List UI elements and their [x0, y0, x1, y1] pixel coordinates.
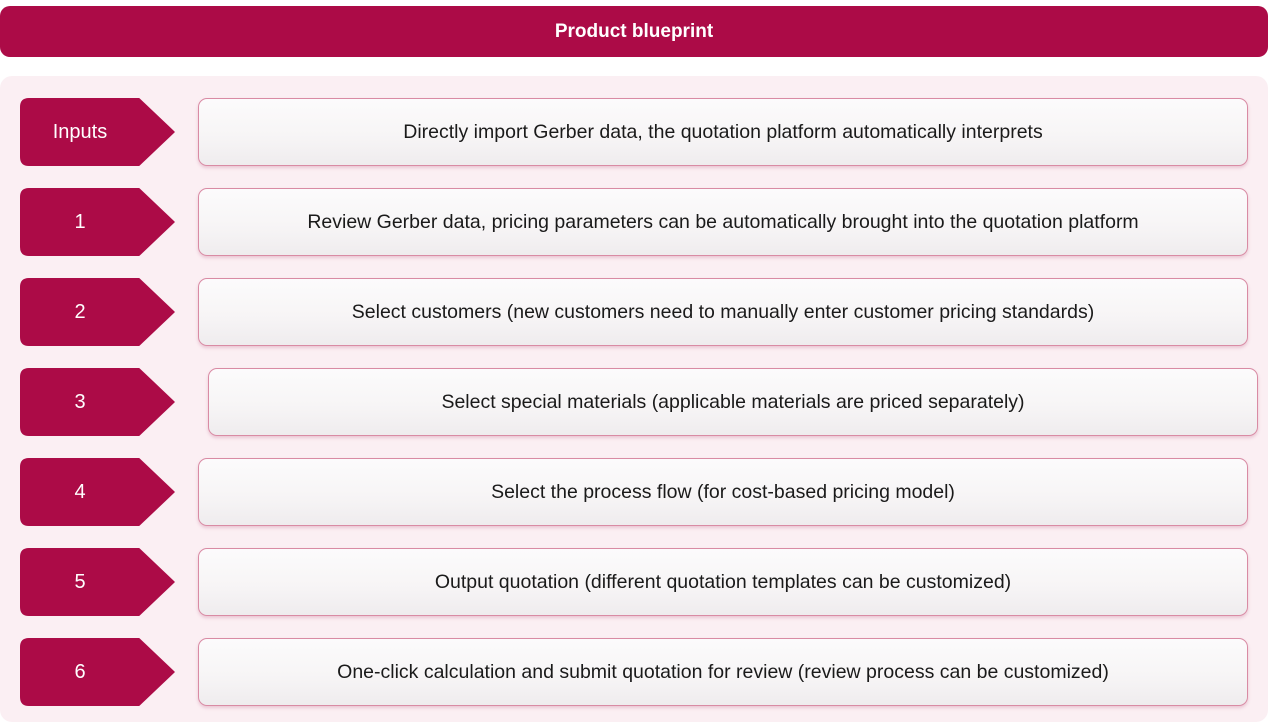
- step-arrow: 4: [20, 458, 175, 526]
- right-arrow-icon: [20, 548, 175, 616]
- step-arrow: 6: [20, 638, 175, 706]
- flow-row-3: 3 Select special materials (applicable m…: [0, 368, 1268, 436]
- step-arrow: 1: [20, 188, 175, 256]
- page-title: Product blueprint: [554, 20, 714, 42]
- step-label: 5: [74, 570, 86, 593]
- step-description: Select special materials (applicable mat…: [441, 390, 1025, 413]
- step-box: Output quotation (different quotation te…: [198, 548, 1248, 616]
- flow-row-5: 5 Output quotation (different quotation …: [0, 548, 1268, 616]
- step-box: Select customers (new customers need to …: [198, 278, 1248, 346]
- step-description: Select customers (new customers need to …: [351, 300, 1095, 323]
- step-description: Output quotation (different quotation te…: [434, 570, 1012, 593]
- flow-row-inputs: Inputs Directly import Gerber data, the …: [0, 98, 1268, 166]
- step-label: 3: [74, 390, 86, 413]
- step-box: One-click calculation and submit quotati…: [198, 638, 1248, 706]
- step-description: Review Gerber data, pricing parameters c…: [307, 210, 1139, 233]
- step-arrow: 5: [20, 548, 175, 616]
- blueprint-panel: Inputs Directly import Gerber data, the …: [0, 76, 1268, 722]
- header-bar: Product blueprint: [0, 6, 1268, 57]
- step-arrow: Inputs: [20, 98, 175, 166]
- step-description: One-click calculation and submit quotati…: [337, 660, 1109, 683]
- step-description: Select the process flow (for cost-based …: [491, 480, 955, 503]
- right-arrow-icon: [20, 278, 175, 346]
- right-arrow-icon: [20, 188, 175, 256]
- flow-row-1: 1 Review Gerber data, pricing parameters…: [0, 188, 1268, 256]
- step-label: 2: [74, 300, 86, 323]
- step-arrow: 3: [20, 368, 175, 436]
- step-label: Inputs: [52, 120, 108, 143]
- right-arrow-icon: [20, 368, 175, 436]
- step-label: 4: [74, 480, 86, 503]
- right-arrow-icon: [20, 458, 175, 526]
- step-box: Select special materials (applicable mat…: [208, 368, 1258, 436]
- step-label: 1: [74, 210, 86, 233]
- flow-row-4: 4 Select the process flow (for cost-base…: [0, 458, 1268, 526]
- step-box: Review Gerber data, pricing parameters c…: [198, 188, 1248, 256]
- step-label: 6: [74, 660, 86, 683]
- step-box: Select the process flow (for cost-based …: [198, 458, 1248, 526]
- step-description: Directly import Gerber data, the quotati…: [403, 120, 1043, 143]
- flow-row-2: 2 Select customers (new customers need t…: [0, 278, 1268, 346]
- step-arrow: 2: [20, 278, 175, 346]
- flow-row-6: 6 One-click calculation and submit quota…: [0, 638, 1268, 706]
- right-arrow-icon: [20, 638, 175, 706]
- step-box: Directly import Gerber data, the quotati…: [198, 98, 1248, 166]
- right-arrow-icon: [20, 98, 175, 166]
